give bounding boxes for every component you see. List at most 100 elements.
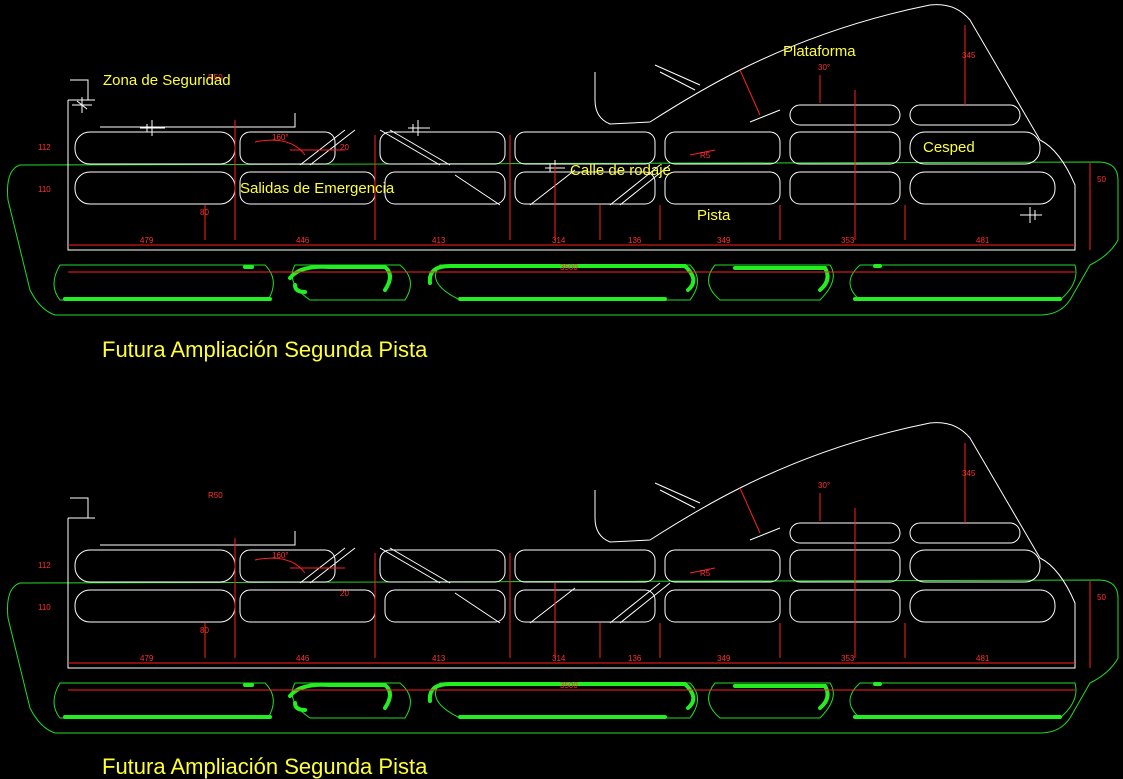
bottom-taxiway-block — [664, 589, 781, 623]
bottom-taxiway-block — [909, 549, 1041, 583]
bottom-drawing-title: Futura Ampliación Segunda Pista — [102, 754, 428, 779]
dim-label: 50 — [1097, 593, 1106, 602]
dim-label: 20 — [340, 589, 349, 598]
top-airport-plan: 479 446 413 314 136 349 353 481 3500 345… — [7, 4, 1119, 362]
top-airport-outline — [67, 4, 1076, 251]
dim-label: 345 — [962, 469, 976, 478]
top-green-edge — [853, 264, 1062, 301]
top-aircraft-icon — [1020, 207, 1042, 223]
top-green-perimeter — [7, 161, 1119, 316]
dim-label: 112 — [38, 143, 51, 152]
bottom-taxiway-block — [514, 549, 656, 583]
bottom-airport-outline — [67, 422, 1076, 669]
dim-label: R5 — [700, 569, 711, 578]
dim-label: 353 — [841, 236, 855, 245]
dim-label: 20 — [340, 143, 349, 152]
dim-label: 479 — [140, 654, 154, 663]
dim-label: 160° — [272, 133, 289, 142]
cesped-label: Cesped — [923, 139, 975, 156]
dim-label: 345 — [962, 51, 976, 60]
top-green-island — [53, 264, 274, 301]
bottom-taxiway-block — [74, 589, 236, 623]
dim-label: 314 — [552, 236, 566, 245]
dim-label: 413 — [432, 654, 446, 663]
bottom-green-edge — [427, 682, 696, 719]
top-taxiway-block — [514, 171, 656, 205]
top-green-edge — [427, 264, 696, 301]
bottom-green-perimeter — [7, 579, 1119, 734]
bottom-taxiway-block — [664, 549, 781, 583]
dim-label: 136 — [628, 236, 642, 245]
top-taxiway-block — [909, 131, 1041, 165]
top-taxiway-block — [789, 171, 901, 205]
dim-label: 110 — [38, 603, 51, 612]
top-green-edge — [288, 264, 392, 294]
dim-label: 30° — [818, 481, 830, 490]
top-green-edge — [733, 266, 830, 292]
dim-label: 481 — [976, 654, 990, 663]
dim-label: 136 — [628, 654, 642, 663]
bottom-taxiway-block — [789, 522, 901, 544]
bottom-taxiway-block — [909, 589, 1056, 623]
top-exit-diagonal — [299, 64, 781, 206]
dim-label: 110 — [38, 185, 51, 194]
bottom-taxiway-block — [514, 589, 656, 623]
top-aircraft-icon — [408, 120, 430, 136]
bottom-green-edge — [288, 682, 392, 712]
zona-seguridad-label: Zona de Seguridad — [103, 72, 231, 89]
dim-label: 160° — [272, 551, 289, 560]
dim-label: 349 — [717, 654, 731, 663]
dim-label: R50 — [208, 491, 223, 500]
bottom-green-edge — [853, 682, 1062, 719]
bottom-taxiway-block — [789, 589, 901, 623]
bottom-taxiway-block — [384, 589, 506, 623]
bottom-green-island — [708, 682, 834, 719]
top-zone-box — [70, 79, 89, 100]
calle-rodaje-label: Calle de rodaje — [570, 162, 671, 179]
dim-label: 353 — [841, 654, 855, 663]
dim-label: 80 — [200, 626, 209, 635]
top-green-island — [435, 264, 698, 301]
top-green-island — [708, 264, 834, 301]
top-taxiway-block — [909, 171, 1056, 205]
bottom-taxiway-block — [789, 549, 901, 583]
dim-label: R50 — [208, 73, 223, 82]
bottom-taxiway-block — [239, 589, 376, 623]
dim-label: 349 — [717, 236, 731, 245]
top-taxiway-block — [239, 131, 336, 165]
dim-label: 80 — [200, 208, 209, 217]
dim-label: 50 — [1097, 175, 1106, 184]
pista-label: Pista — [697, 207, 731, 224]
top-drawing-title: Futura Ampliación Segunda Pista — [102, 337, 428, 362]
salidas-emergencia-label: Salidas de Emergencia — [240, 180, 395, 197]
top-taxiway-block — [789, 104, 901, 126]
top-taxiway-block — [74, 171, 236, 205]
dim-label: 112 — [38, 561, 51, 570]
top-taxiway-block — [789, 131, 901, 165]
top-taxiway-block — [379, 131, 506, 165]
dim-label: 3500 — [560, 263, 578, 272]
top-aircraft-icon — [140, 120, 165, 136]
dim-label: 314 — [552, 654, 566, 663]
top-taxiway-block — [384, 171, 506, 205]
bottom-green-island — [291, 682, 411, 719]
bottom-green-island — [435, 682, 698, 719]
bottom-green-edge — [733, 684, 830, 710]
bottom-airport-plan: 479 446 413 314 136 349 353 481 3500 345… — [7, 422, 1119, 779]
bottom-taxiway-block — [74, 549, 236, 583]
bottom-taxiway-block — [909, 522, 1021, 544]
top-dimension-line — [68, 25, 1091, 273]
bottom-dimension-line — [68, 443, 1091, 691]
top-taxiway-block — [909, 104, 1021, 126]
top-taxiway-block — [664, 171, 781, 205]
top-green-island — [849, 264, 1077, 301]
bottom-zone-box — [70, 497, 89, 518]
dim-label: R5 — [700, 151, 711, 160]
top-taxiway-block — [74, 131, 236, 165]
dim-label: 481 — [976, 236, 990, 245]
plataforma-label: Plataforma — [783, 43, 856, 60]
top-aircraft-icon — [72, 97, 92, 113]
dim-label: 446 — [296, 654, 310, 663]
bottom-taxiway-block — [239, 549, 336, 583]
